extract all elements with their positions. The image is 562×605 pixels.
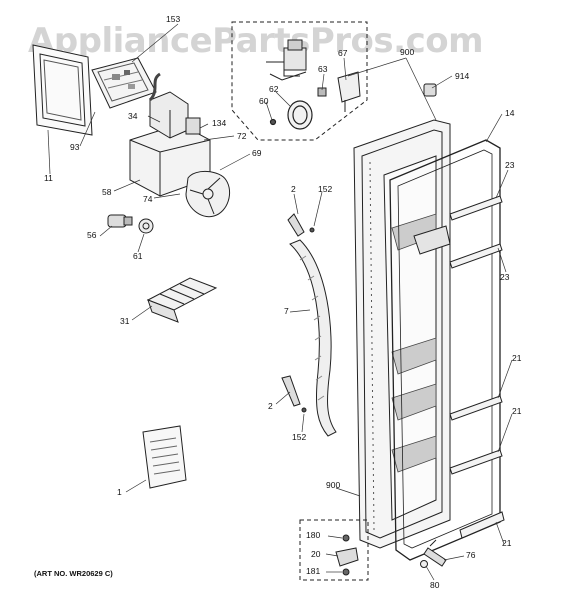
callout-23-top: 23: [505, 160, 515, 170]
callout-20: 20: [311, 549, 321, 559]
callout-56: 56: [87, 230, 97, 240]
door-handle: [281, 213, 337, 437]
control-board: [91, 57, 157, 109]
ice-maker-kit-box: [231, 21, 368, 141]
callout-900-top: 900: [400, 47, 414, 57]
bracket-67: [317, 71, 361, 112]
callout-63: 63: [318, 64, 328, 74]
callout-72: 72: [237, 131, 247, 141]
callout-2-top: 2: [291, 184, 296, 194]
callout-900-bottom: 900: [326, 480, 340, 490]
callout-61: 61: [133, 251, 143, 261]
ring-62: [269, 100, 313, 130]
ice-chute-grille-31: [146, 277, 218, 323]
callout-21-a: 21: [512, 353, 522, 363]
callout-93: 93: [70, 142, 80, 152]
hinge-bracket-20: [299, 519, 369, 581]
leader-lines: [47, 23, 513, 581]
watermark-text: AppliancePartsPros.com: [28, 21, 483, 61]
cap-914: [423, 83, 437, 97]
dispenser-frame: [32, 44, 93, 136]
callout-7: 7: [284, 306, 289, 316]
callout-2-bottom: 2: [268, 401, 273, 411]
callout-23-bottom: 23: [500, 272, 510, 282]
ribbon-cable: [148, 72, 161, 102]
callout-181: 181: [306, 566, 320, 576]
art-number: (ART NO. WR20629 C): [34, 569, 113, 578]
callout-21-b: 21: [512, 406, 522, 416]
callout-58: 58: [102, 187, 112, 197]
callout-152-bottom: 152: [292, 432, 306, 442]
callout-21-c: 21: [502, 538, 512, 548]
callout-60: 60: [259, 96, 269, 106]
callout-11: 11: [44, 173, 53, 183]
callout-152-top: 152: [318, 184, 332, 194]
callout-180: 180: [306, 530, 320, 540]
callout-1: 1: [117, 487, 122, 497]
callout-134: 134: [212, 118, 226, 128]
solenoid-assembly: [266, 39, 307, 81]
shelf-bars: [449, 195, 505, 539]
callout-76: 76: [466, 550, 476, 560]
callout-labels: 153 900 914 14 67 63 62 60 134 72 69 34 …: [44, 14, 522, 590]
callout-62: 62: [269, 84, 279, 94]
callout-14: 14: [505, 108, 515, 118]
hinge-pin-76-80: [420, 539, 447, 568]
callout-914: 914: [455, 71, 469, 81]
callout-74: 74: [143, 194, 153, 204]
connector-56-61: [107, 214, 154, 234]
callout-67: 67: [338, 48, 348, 58]
callout-153: 153: [166, 14, 180, 24]
callout-80: 80: [430, 580, 440, 590]
callout-69: 69: [252, 148, 262, 158]
callout-34: 34: [128, 111, 138, 121]
fan-blade: [185, 171, 230, 218]
label-card-1: [142, 425, 187, 489]
callout-31: 31: [120, 316, 130, 326]
